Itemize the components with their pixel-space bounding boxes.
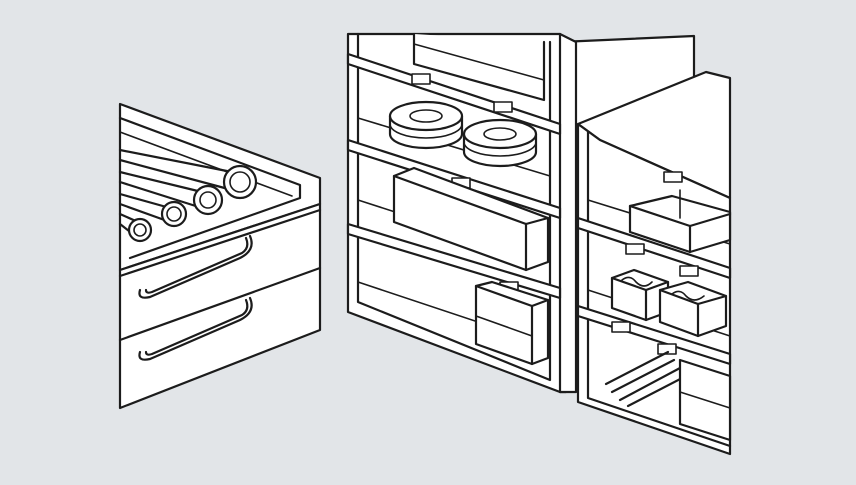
shelf xyxy=(346,222,562,300)
pipe-fittings xyxy=(118,148,258,243)
drawer-handle-lower-inner xyxy=(144,298,249,356)
pipe xyxy=(610,358,676,394)
small-box-cutout xyxy=(671,290,705,301)
pipe-line xyxy=(118,148,234,174)
long-box xyxy=(392,166,550,272)
small-box-right xyxy=(658,280,728,338)
pipe xyxy=(626,374,688,408)
tape-roll-right xyxy=(462,118,538,168)
shelf xyxy=(576,304,732,366)
long-box-body xyxy=(392,166,550,272)
tape-roll-layer xyxy=(463,141,537,157)
top-box-edge xyxy=(413,43,545,81)
tray-inner-line xyxy=(119,131,293,197)
pipe-line xyxy=(118,180,204,210)
flat-box xyxy=(628,189,732,254)
pipe-fitting-end xyxy=(160,200,188,228)
bottom-pipes xyxy=(604,350,688,408)
shelf-label xyxy=(679,265,699,277)
bottom-right-box-seam xyxy=(679,391,731,409)
shelf xyxy=(576,216,732,280)
drawer-handle-upper xyxy=(138,234,253,299)
pipe-fitting-end xyxy=(222,164,258,200)
bottom-box-body xyxy=(474,280,550,366)
pipe-fitting-bore xyxy=(199,191,217,209)
pipe-fitting-bore xyxy=(133,223,147,237)
shelf-label xyxy=(663,171,683,183)
drawer-handle-upper-inner xyxy=(144,236,249,294)
pipe-fitting-bore xyxy=(166,206,182,222)
top-box xyxy=(412,32,546,102)
pipe xyxy=(604,350,670,386)
short-shelving-unit xyxy=(576,70,732,456)
tape-roll-left xyxy=(388,100,464,150)
pipe-line xyxy=(118,158,234,192)
shelf-label xyxy=(493,101,513,113)
tape-roll-core xyxy=(483,127,517,141)
shelf xyxy=(346,52,562,136)
pipe-fitting-bore xyxy=(229,171,251,193)
tape-roll-layer xyxy=(389,123,463,139)
bottom-box-seam xyxy=(475,315,533,337)
pipe-fitting-end xyxy=(127,217,153,243)
small-box-cutout xyxy=(621,276,653,287)
tape-roll-core xyxy=(409,109,443,123)
pipe-line xyxy=(118,170,204,194)
shelf-label xyxy=(411,73,431,85)
pipe xyxy=(618,366,682,402)
drawer-divider xyxy=(118,266,322,342)
bottom-box xyxy=(474,280,550,366)
drawer-handle-lower xyxy=(138,296,253,361)
pipe-fitting-end xyxy=(192,184,224,216)
flat-box-body xyxy=(628,194,732,254)
tape-roll-top xyxy=(388,100,464,132)
bottom-right-box xyxy=(678,358,732,442)
pipe-line xyxy=(118,192,172,210)
shelf-label xyxy=(657,343,677,355)
tape-roll-top xyxy=(462,118,538,150)
tray-inner-rim xyxy=(118,116,302,260)
drawer-top-edge xyxy=(118,208,322,278)
shelf-label xyxy=(611,321,631,333)
drawer-cabinet xyxy=(118,102,322,410)
drawer-cabinet-front xyxy=(118,202,322,410)
shelf-label xyxy=(625,243,645,255)
pipe-line xyxy=(118,202,172,224)
